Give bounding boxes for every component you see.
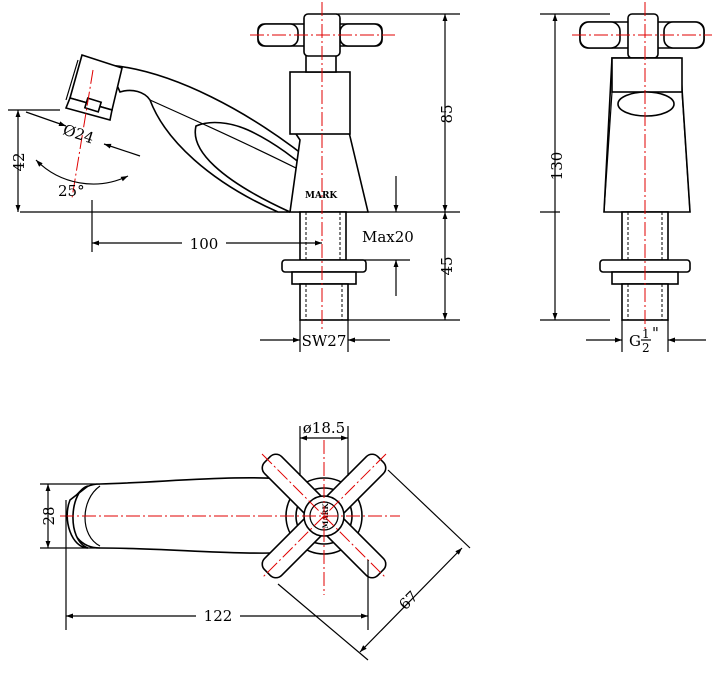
dim-shank-height: 45 — [438, 256, 456, 275]
washer — [281, 259, 367, 273]
aerator-nozzle — [83, 97, 103, 113]
aerator-edge — [65, 59, 79, 101]
dim-aerator-diameter: Ø24 — [61, 121, 96, 148]
side-aerator — [617, 91, 675, 117]
dim-thread-num: 1 — [642, 327, 650, 341]
dim-total-length: 122 — [204, 607, 233, 625]
spout-ridge — [149, 99, 301, 171]
dim-thread-prefix: G — [629, 332, 641, 350]
side-spout-face — [611, 57, 683, 93]
dim-body-width: 28 — [40, 506, 58, 525]
dim-max-deck: Max20 — [362, 228, 414, 246]
top-spout-body — [69, 477, 301, 554]
spout — [106, 64, 323, 213]
dim-thread-den: 2 — [642, 341, 650, 355]
thread-end — [299, 283, 349, 321]
dim-top-height: 85 — [438, 104, 456, 123]
dim-spout-height: 42 — [10, 152, 28, 171]
valve-bonnet — [289, 71, 351, 135]
dim-total-height: 130 — [548, 152, 566, 181]
dim-thread-suffix: " — [652, 324, 659, 342]
dim-handle-diameter: ø18.5 — [303, 419, 345, 437]
dim-handle-span: 67 — [395, 587, 421, 613]
dim-angle: 25° — [58, 182, 85, 200]
front-view: MARK 42 Ø24 25° 100 Max20 — [8, 2, 460, 352]
nut — [291, 271, 357, 285]
shank — [299, 211, 347, 261]
top-view: MARK ø18.5 28 122 67 — [40, 419, 471, 661]
side-view: 130 G 1 2 " — [540, 2, 712, 355]
dim-nut-size: SW27 — [302, 332, 347, 350]
dim-reach: 100 — [190, 235, 219, 253]
